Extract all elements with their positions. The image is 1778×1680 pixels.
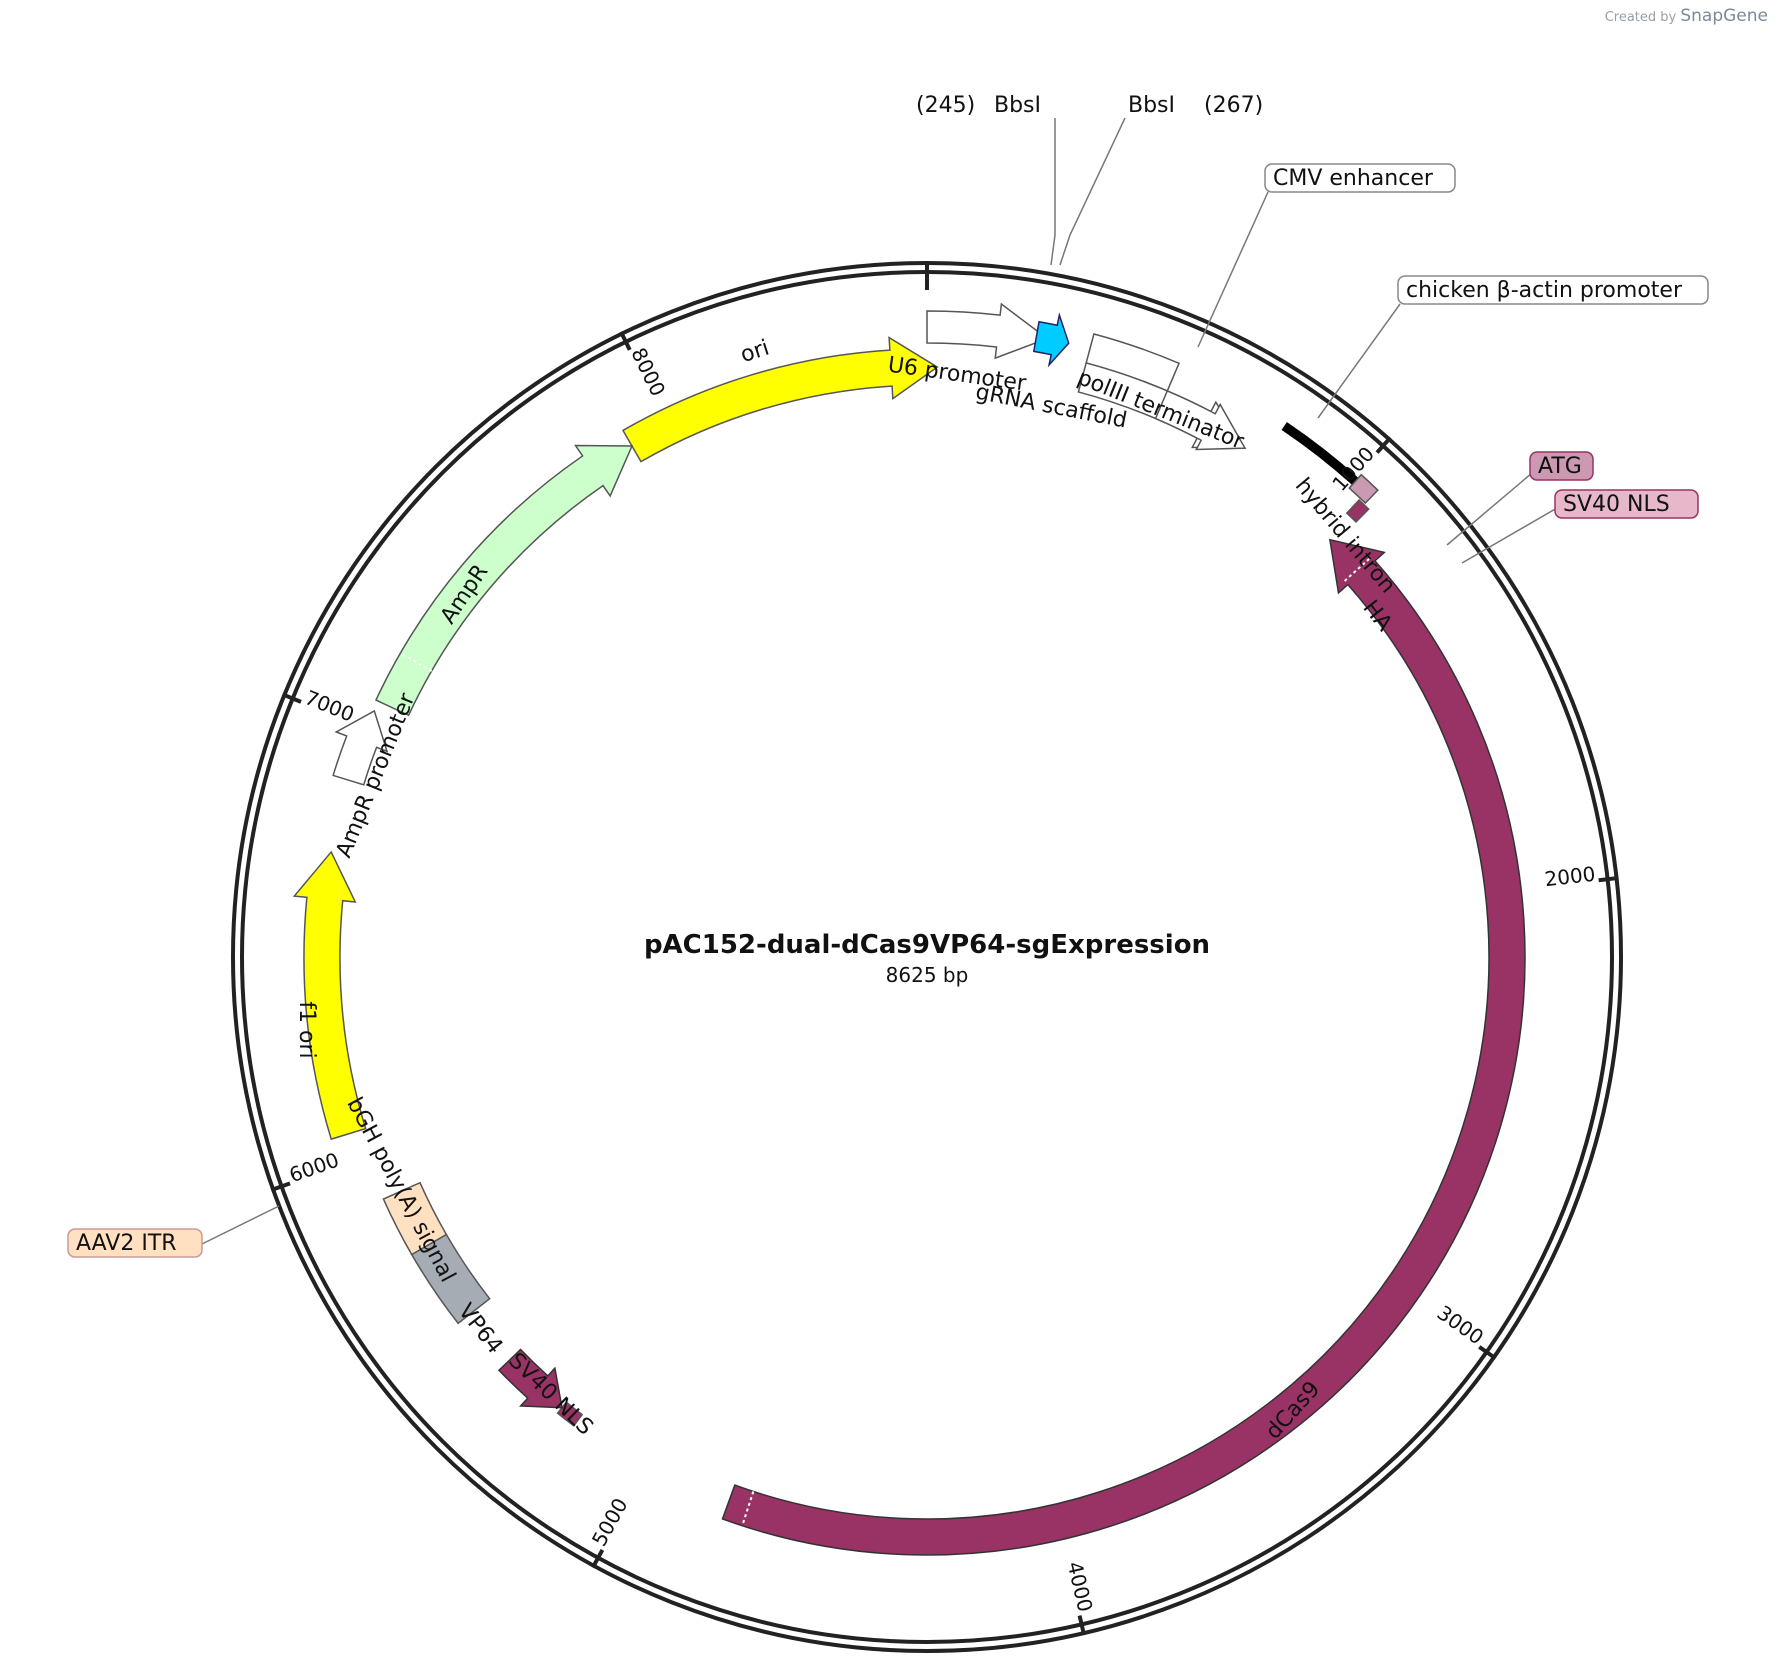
aav2-itr-label: AAV2 ITR [76,1231,177,1256]
grna-scaffold-arrow [1032,312,1070,368]
sv40-nls-1-box [1554,489,1699,519]
plasmid-length: 8625 bp [886,963,969,987]
snapgene-credit: Created by SnapGene [1605,6,1768,26]
sv40-nls-2-arrow [556,1401,584,1427]
feature-junction-0 [1343,556,1373,582]
tick-mark-8000 [619,331,632,351]
tick-mark-6000 [270,1181,291,1192]
cmv-enhancer-label: CMV enhancer [1273,166,1434,191]
tick-mark-1000 [1375,436,1392,454]
sv40-nls-1-leader [1461,507,1558,564]
ori-arrow [621,336,939,463]
atg-leader [1446,472,1533,546]
tick-label-8000: 8000 [626,344,670,400]
tick-label-4000: 4000 [1063,1559,1098,1614]
bbsi-267-position: (267) [1204,93,1263,118]
ori-label: ori [738,336,773,369]
tick-label-7000: 7000 [301,685,357,726]
chicken-actin-promoter-label: chicken β-actin promoter [1406,278,1683,303]
dcas9-arrow [721,538,1526,1556]
tick-label-2000: 2000 [1543,862,1596,892]
aav2-itr-box [382,1181,448,1256]
bbsi-245-position: (245) [916,93,975,118]
tick-label-6000: 6000 [286,1148,342,1188]
tick-mark-3000 [1478,1345,1497,1361]
tick-mark-4000 [1077,1615,1087,1636]
bbsi-245-leader [1050,118,1056,266]
backbone-outer-ring [231,261,1623,1653]
bbsi-267-label: BbsI [1128,93,1175,118]
sv40-nls-2-label: SV40 NLS [503,1348,597,1440]
bbsi-267-leader [1059,117,1126,266]
cmv-enhancer-leader [1197,191,1269,348]
cmv-enhancer-box [1264,163,1456,193]
feature-junction-2 [399,652,433,672]
ampr-promoter-arrow [332,709,389,786]
chicken-actin-promoter-leader [1317,303,1401,419]
feature-layer [292,302,1526,1556]
bgh-polya-label: bGH poly(A) signal [341,1093,459,1286]
tick-mark-5000 [591,1549,605,1569]
f1-ori-arrow [292,850,367,1141]
aav2-itr-box [67,1228,203,1258]
ampr-arrow [374,444,634,717]
tick-mark-7000 [281,692,302,704]
u6-promoter-arrow [926,302,1049,360]
credit-prefix: Created by [1604,10,1677,25]
sv40-nls-1-label: SV40 NLS [1563,492,1670,517]
chicken-actin-promoter-arrow [1154,389,1247,451]
tick-label-5000: 5000 [587,1494,632,1550]
vp64-arrow [497,1348,563,1409]
aav2-itr-leader [201,1205,280,1245]
sv40-nls-1-box [1345,498,1370,524]
f1-ori-label: f1 ori [294,1001,319,1058]
snapgene-logo: SnapGene [1680,6,1768,26]
atg-box [1529,451,1594,481]
tick-label-3000: 3000 [1433,1300,1488,1349]
chicken-actin-promoter-box [1397,275,1709,305]
atg-box [1348,473,1379,505]
vp64-label: VP64 [453,1299,507,1359]
atg-label: ATG [1538,454,1582,479]
feature-junction-1 [741,1491,755,1527]
tick-mark-2000 [1598,875,1619,883]
plasmid-name: pAC152-dual-dCas9VP64-sgExpression [644,930,1210,960]
bbsi-245-label: BbsI [994,93,1041,118]
